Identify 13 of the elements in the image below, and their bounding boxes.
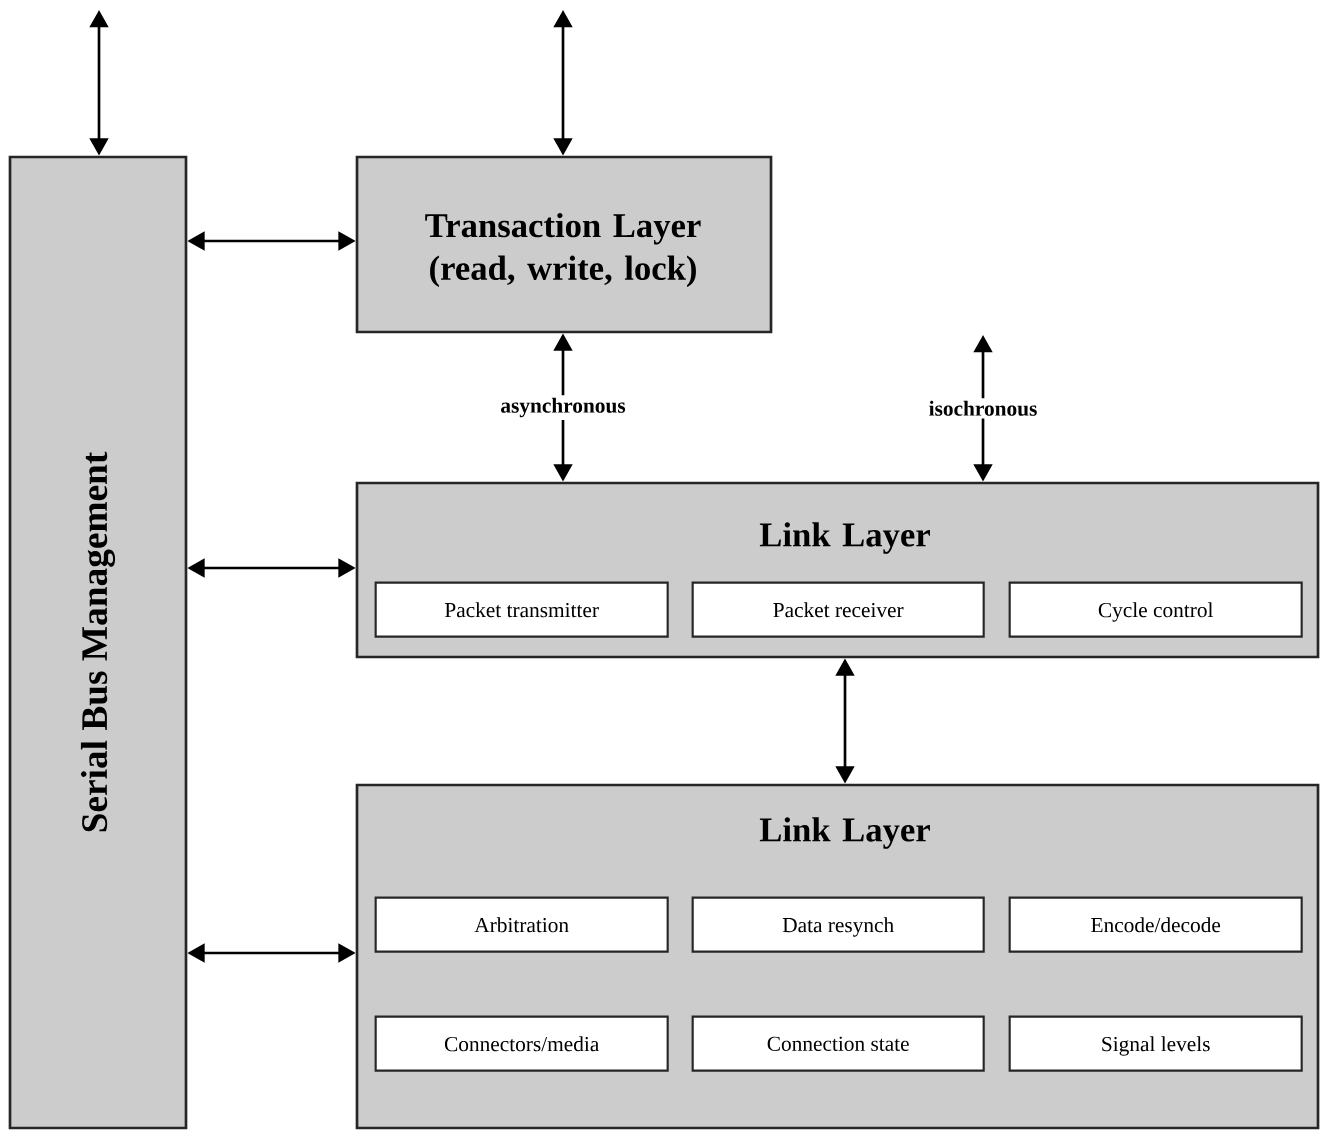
layer-box: Transaction Layer (read, write, lock) xyxy=(355,155,773,334)
function-box: Packet transmitter xyxy=(374,581,669,638)
function-box: Arbitration xyxy=(374,896,669,953)
function-box: Data resynch xyxy=(691,896,985,953)
function-box: Cycle control xyxy=(1008,581,1303,638)
function-box: Connection state xyxy=(691,1015,985,1072)
function-box: Packet receiver xyxy=(691,581,985,638)
function-box: Connectors/media xyxy=(374,1015,669,1072)
edge-label: asynchronous xyxy=(497,395,629,420)
management-box: Serial Bus Management xyxy=(8,155,188,1130)
edge-label: isochronous xyxy=(926,398,1040,419)
function-box: Encode/decode xyxy=(1008,896,1303,953)
function-box: Signal levels xyxy=(1008,1015,1303,1072)
